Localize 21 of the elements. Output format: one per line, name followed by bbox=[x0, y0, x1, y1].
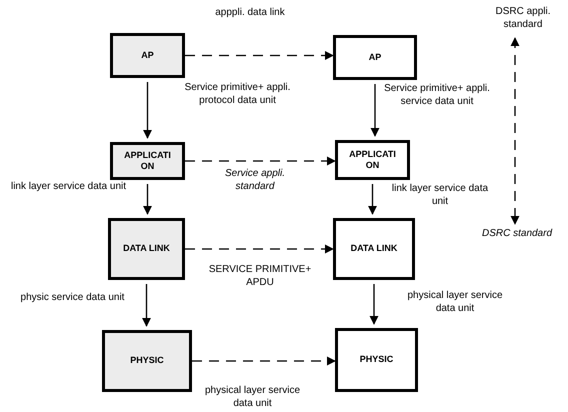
layer-box: PHYSIC bbox=[335, 328, 418, 392]
arrow bbox=[370, 84, 380, 137]
dashed-arrow bbox=[185, 51, 334, 60]
arrow bbox=[142, 284, 151, 327]
dashed-arrow bbox=[192, 356, 336, 366]
arrow bbox=[370, 284, 378, 325]
arrow bbox=[368, 184, 377, 215]
layer-box: DATA LINK bbox=[108, 218, 185, 280]
layer-box: DATA LINK bbox=[333, 218, 415, 280]
arrow bbox=[143, 184, 152, 215]
arrow bbox=[143, 82, 152, 139]
dashed-arrow bbox=[510, 37, 520, 225]
dashed-arrow bbox=[185, 156, 336, 166]
layer-box: AP bbox=[333, 35, 417, 80]
layer-box: APPLICATI ON bbox=[110, 142, 185, 180]
layer-box: APPLICATI ON bbox=[335, 140, 410, 180]
dashed-arrow bbox=[185, 244, 334, 254]
layer-box: AP bbox=[110, 33, 185, 78]
layer-box: PHYSIC bbox=[102, 330, 192, 392]
standard-label: DSRC standard bbox=[472, 228, 562, 244]
standard-label: DSRC appli. standard bbox=[484, 6, 562, 34]
